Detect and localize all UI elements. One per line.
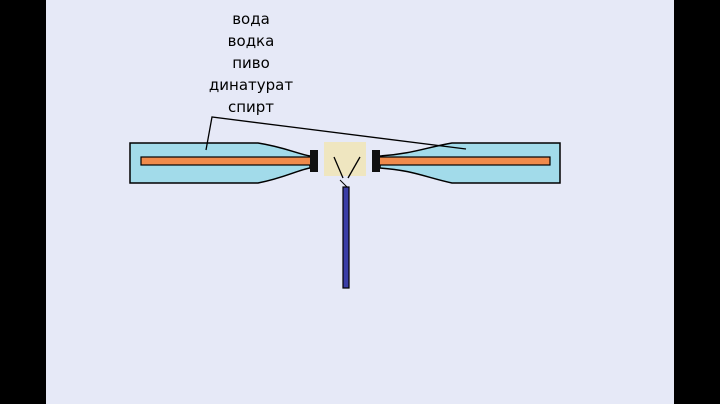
label-beer: пиво	[232, 54, 270, 72]
liquid-label-list: вода водка пиво динатурат спирт	[166, 8, 336, 118]
junction-box	[324, 142, 366, 176]
label-denatured-alcohol: динатурат	[208, 76, 294, 94]
antenna-diagram	[129, 116, 561, 289]
diagram-canvas: вода водка пиво динатурат спирт	[46, 0, 674, 404]
left-conductor-rod	[140, 156, 314, 166]
label-spirit: спирт	[227, 98, 275, 116]
left-insulator	[310, 150, 318, 172]
right-insulator	[372, 150, 380, 172]
label-water: вода	[232, 10, 270, 28]
label-vodka: водка	[227, 32, 275, 50]
right-conductor-rod	[377, 156, 551, 166]
right-feed-wire	[347, 156, 361, 179]
feed-line	[342, 186, 350, 289]
label-leader-line	[205, 116, 467, 151]
left-feed-wire	[333, 156, 344, 179]
